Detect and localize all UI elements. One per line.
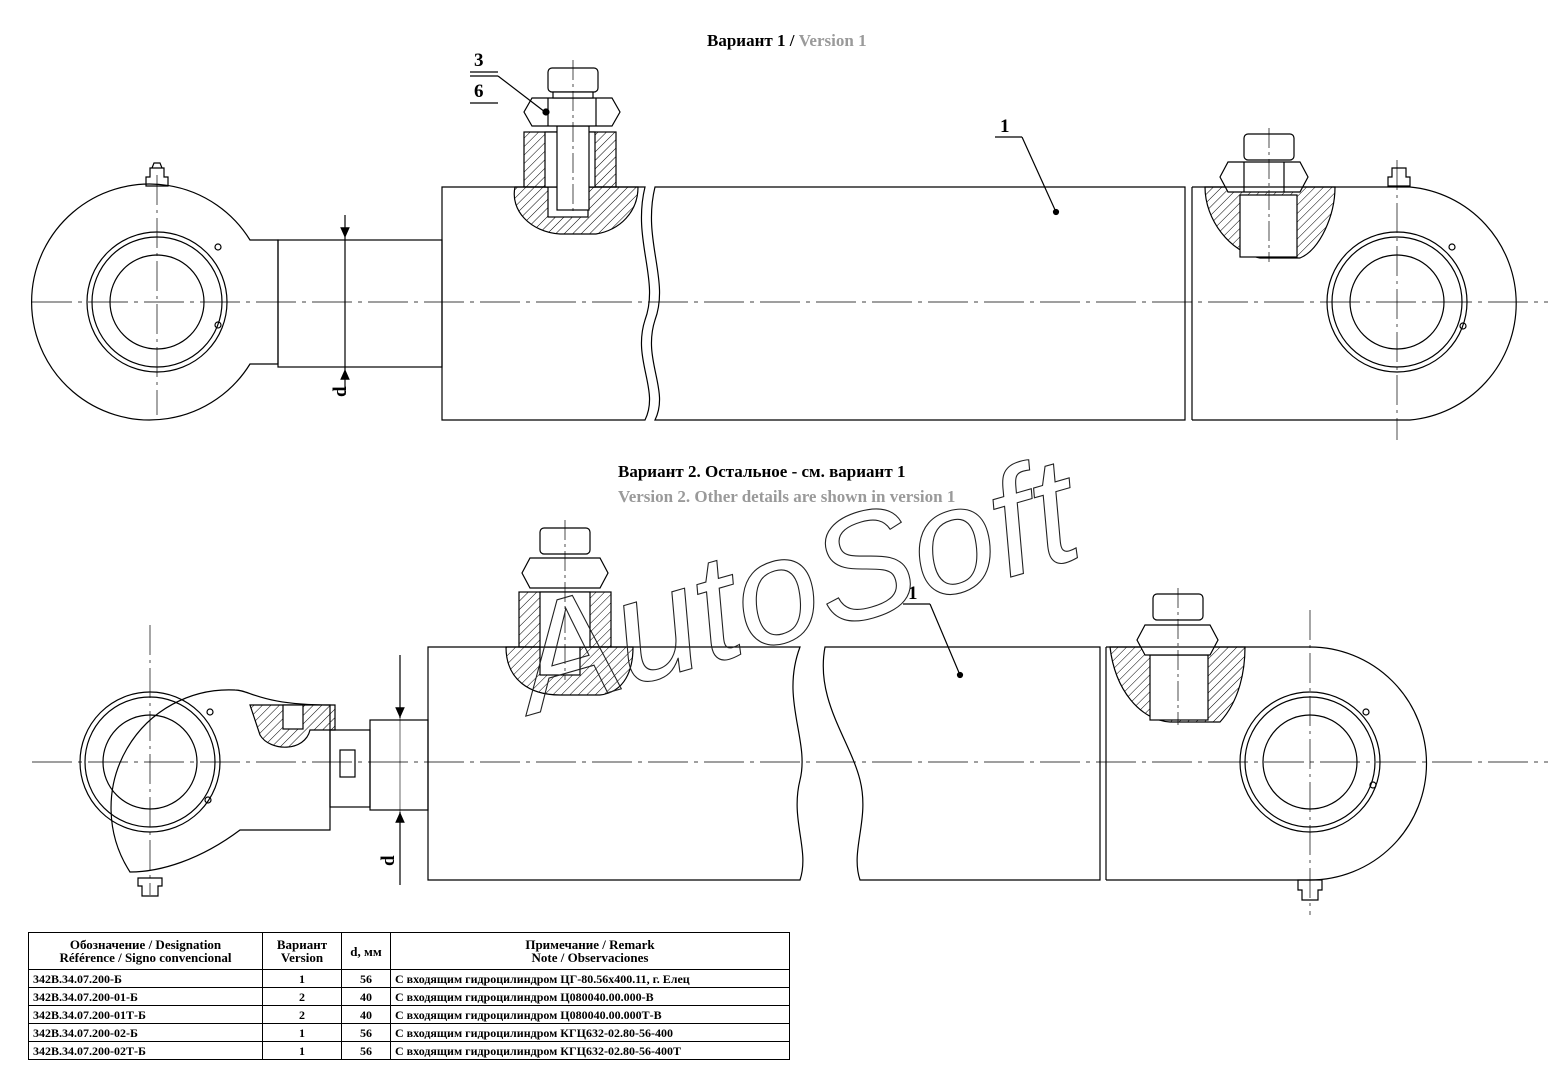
header-variant: Вариант Version	[262, 932, 342, 970]
piston-rod-v2	[369, 719, 429, 811]
cylinder-body-v1	[441, 186, 651, 421]
port-fitting-left-v1	[513, 60, 639, 235]
variant1-title-en: Version 1	[798, 31, 867, 50]
callout-item-3: 3	[474, 50, 484, 71]
variant2-title-en: Version 2. Other details are shown in ve…	[618, 487, 956, 506]
header-d: d, мм	[341, 932, 391, 970]
version1-drawing	[31, 60, 1548, 440]
rod-adapter-v2	[329, 729, 371, 808]
table-row: 342В.34.07.200-02-Б 1 56 С входящим гидр…	[28, 1023, 790, 1042]
left-rod-eye-v2	[79, 625, 336, 897]
table-header-row: Обозначение / Designation Référence / Si…	[28, 932, 790, 970]
piston-rod-v1	[277, 239, 443, 368]
dimension-d-top: d	[330, 386, 351, 397]
callout-item-1-bottom: 1	[908, 583, 918, 604]
table-row: 342В.34.07.200-Б 1 56 С входящим гидроци…	[28, 969, 790, 988]
variant1-title-ru: Вариант 1 /	[707, 31, 795, 50]
left-rod-eye-v1	[31, 162, 279, 421]
table-row: 342В.34.07.200-01Т-Б 2 40 С входящим гид…	[28, 1005, 790, 1024]
header-remark: Примечание / Remark Note / Observaciones	[390, 932, 790, 970]
callout-item-1-top: 1	[1000, 116, 1010, 137]
specification-table: Обозначение / Designation Référence / Si…	[28, 932, 790, 1060]
cylinder-body-v2	[427, 646, 804, 881]
table-row: 342В.34.07.200-02Т-Б 1 56 С входящим гид…	[28, 1041, 790, 1060]
table-row: 342В.34.07.200-01-Б 2 40 С входящим гидр…	[28, 987, 790, 1006]
right-rod-eye-v1	[1192, 160, 1517, 440]
version2-drawing	[32, 520, 1548, 915]
port-fitting-right-v2	[1109, 588, 1246, 725]
port-fitting-left-v2	[505, 520, 634, 696]
variant2-title-ru: Вариант 2. Остальное - см. вариант 1	[618, 462, 906, 481]
right-rod-eye-v2	[1106, 610, 1428, 915]
dimension-d-bottom: d	[378, 855, 399, 866]
port-fitting-right-v1	[1204, 128, 1336, 262]
variant1-title: Вариант 1 / Version 1	[707, 31, 867, 51]
callout-item-6: 6	[474, 81, 484, 102]
header-designation: Обозначение / Designation Référence / Si…	[28, 932, 263, 970]
